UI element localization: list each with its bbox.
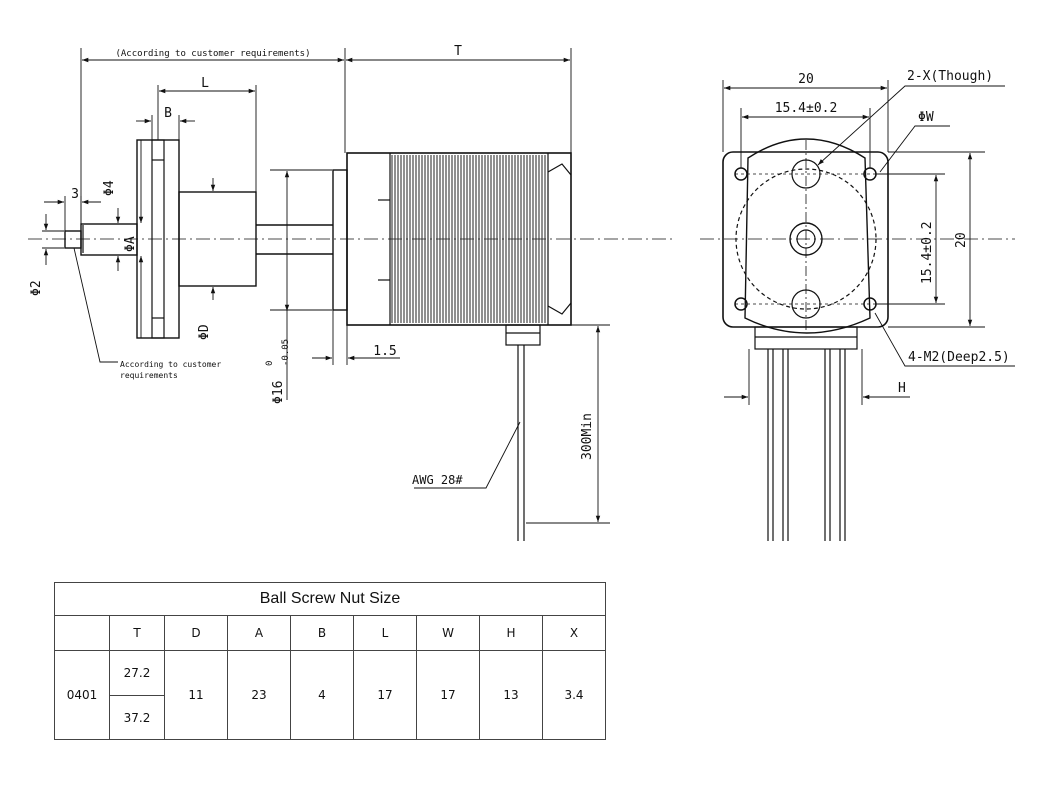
motor-boss <box>332 169 348 311</box>
label-T: T <box>454 44 462 59</box>
label-2x-hole: 2-X(Though) <box>907 69 993 84</box>
label-h20: 20 <box>954 232 969 248</box>
label-3: 3 <box>71 187 79 202</box>
side-view-wires <box>505 324 541 541</box>
label-customer-top: (According to customer requirements) <box>115 49 310 59</box>
table-model-cell: 0401 <box>54 650 110 740</box>
label-h15: 15.4±0.2 <box>920 221 935 284</box>
table-header-L: L <box>353 615 417 651</box>
label-300min: 300Min <box>580 413 595 460</box>
label-m2: 4-M2(Deep2.5) <box>908 350 1010 365</box>
front-dimensions <box>722 80 1015 405</box>
front-connector <box>754 326 858 350</box>
table-T-value-2: 37.2 <box>109 695 165 740</box>
table-header-W: W <box>416 615 480 651</box>
label-B: B <box>164 106 172 121</box>
label-H: H <box>898 381 906 396</box>
label-w20: 20 <box>798 72 814 87</box>
label-phi4: Φ4 <box>102 180 117 196</box>
table-header-blank <box>54 615 110 651</box>
table-W-value: 17 <box>416 650 480 740</box>
table-header-A: A <box>227 615 291 651</box>
table-T-value-1: 27.2 <box>109 650 165 696</box>
label-awg: AWG 28# <box>412 473 463 487</box>
label-phiW: ΦW <box>918 110 934 125</box>
side-dimensions <box>42 48 610 524</box>
table-header-X: X <box>542 615 606 651</box>
table-header-D: D <box>164 615 228 651</box>
label-L: L <box>201 76 209 91</box>
table-D-value: 11 <box>164 650 228 740</box>
motor-body <box>346 152 572 326</box>
motor-windings <box>391 155 546 323</box>
wire-exit <box>505 324 541 346</box>
center-hole <box>789 222 823 256</box>
table-L-value: 17 <box>353 650 417 740</box>
table-header-T: T <box>109 615 165 651</box>
label-phi16-tol-lower: -0.05 <box>281 339 291 366</box>
label-phiD: ΦD <box>197 324 212 340</box>
table-X-value: 3.4 <box>542 650 606 740</box>
label-phi16: Φ16 <box>271 381 286 404</box>
technical-drawing: (According to customer requirements) T L… <box>28 44 1015 541</box>
screw-tip <box>64 230 82 249</box>
label-phi16-tol-upper: 0 <box>265 361 275 366</box>
front-view <box>700 138 1015 541</box>
table-A-value: 23 <box>227 650 291 740</box>
front-housing-outline <box>744 138 871 334</box>
label-1-5: 1.5 <box>373 344 396 359</box>
label-customer-left: According to customer requirements <box>120 360 222 380</box>
label-phi2: Φ2 <box>29 280 44 296</box>
label-phiA: ΦA <box>123 236 138 252</box>
table-B-value: 4 <box>290 650 354 740</box>
table-header-B: B <box>290 615 354 651</box>
table-title: Ball Screw Nut Size <box>54 582 606 616</box>
drawing-labels: (According to customer requirements) T L… <box>29 44 1010 487</box>
table-H-value: 13 <box>479 650 543 740</box>
ball-screw-nut-table: Ball Screw Nut Size T D A B L W H X 0401… <box>54 582 606 740</box>
label-w15: 15.4±0.2 <box>775 101 838 116</box>
table-header-H: H <box>479 615 543 651</box>
